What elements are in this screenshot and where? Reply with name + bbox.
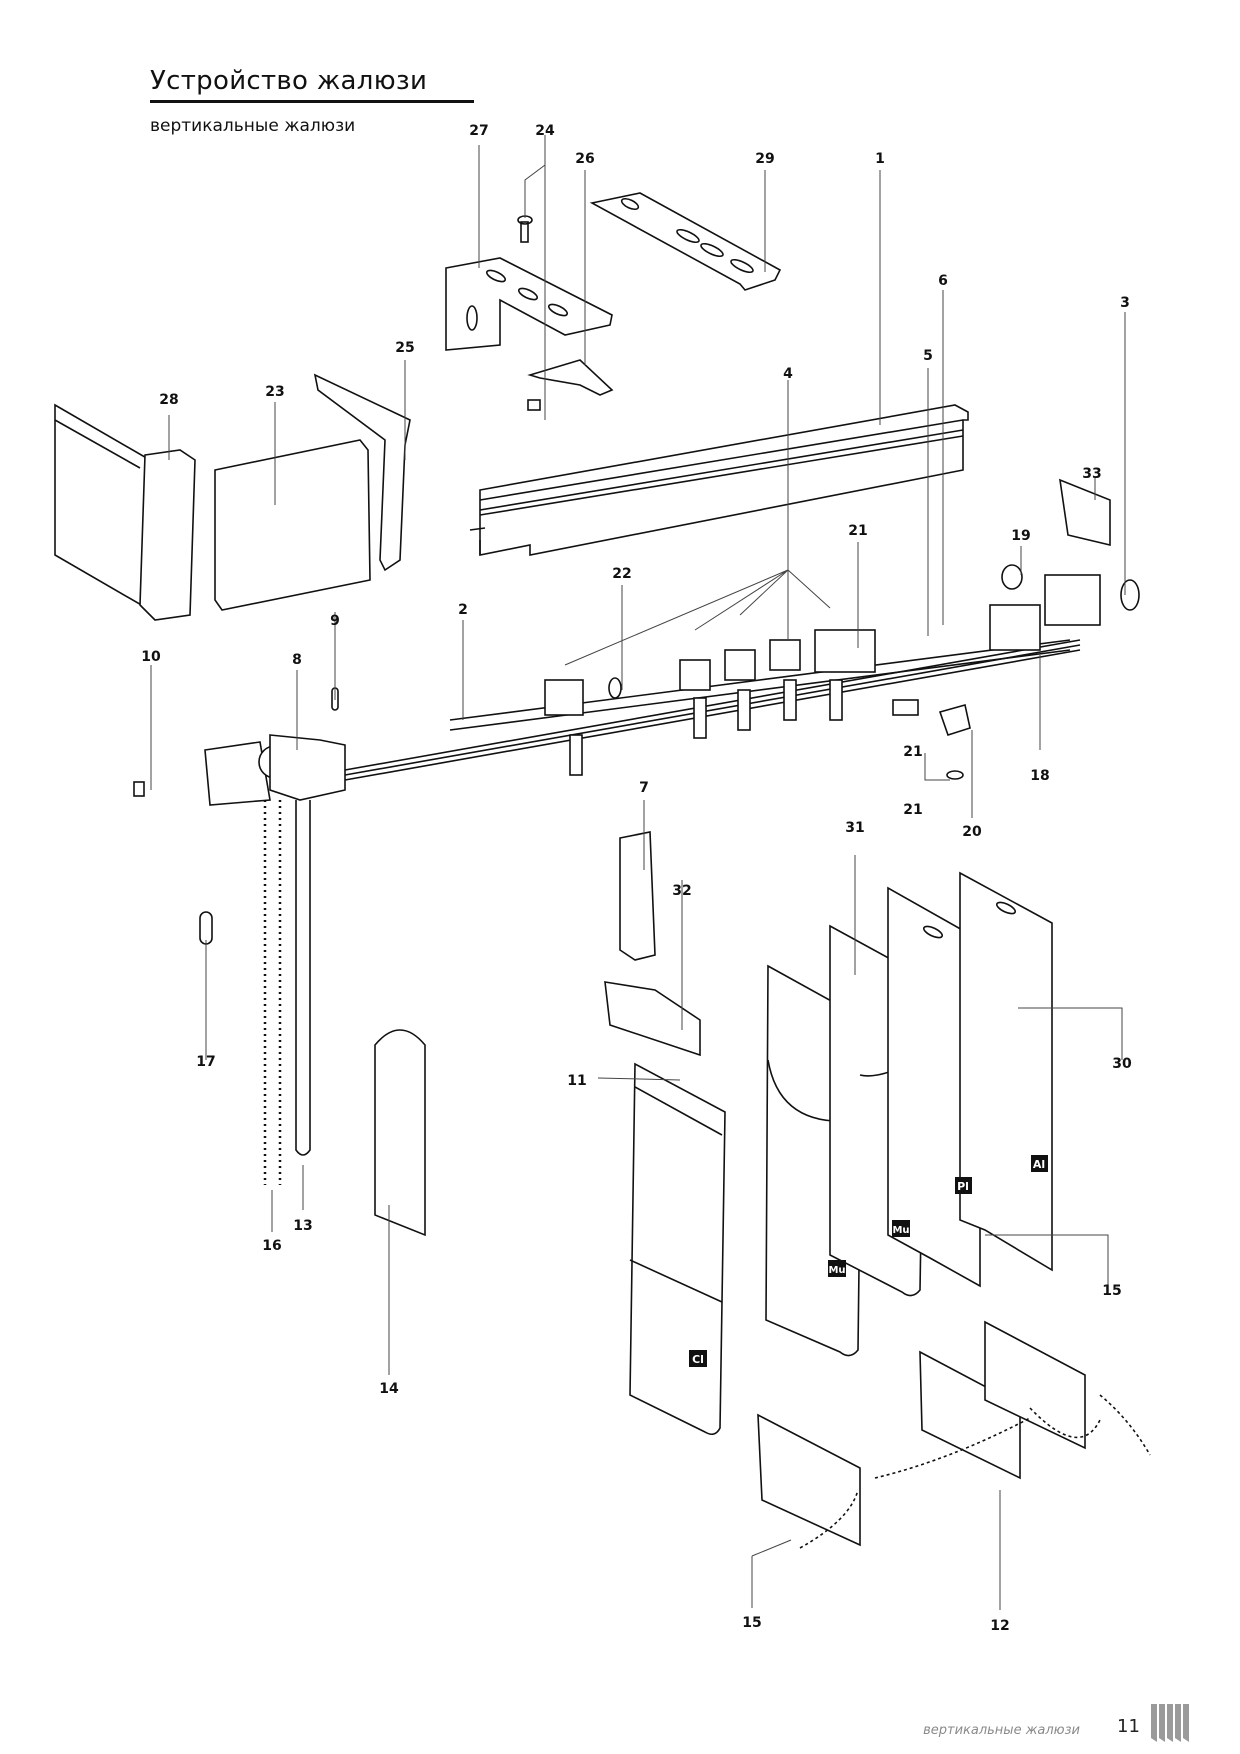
- svg-text:Cl: Cl: [692, 1353, 704, 1366]
- part-cord-13: [295, 800, 311, 1156]
- label-27: 27: [469, 123, 488, 139]
- part-cord-stop-17: [199, 911, 213, 945]
- part-end-cap-18: [989, 478, 1140, 651]
- label-4: 4: [783, 366, 793, 382]
- label-29: 29: [755, 151, 774, 167]
- label-21-mid: 21: [903, 744, 922, 760]
- label-13: 13: [293, 1218, 312, 1234]
- label-7: 7: [639, 780, 649, 796]
- label-1: 1: [875, 151, 885, 167]
- label-11: 11: [567, 1073, 586, 1089]
- part-hanger-7: [619, 831, 656, 961]
- label-22: 22: [612, 566, 631, 582]
- label-15-chain: 15: [742, 1615, 761, 1631]
- label-8: 8: [292, 652, 302, 668]
- label-14: 14: [379, 1381, 399, 1397]
- label-3: 3: [1120, 295, 1130, 311]
- label-12: 12: [990, 1618, 1009, 1634]
- label-18: 18: [1030, 768, 1049, 784]
- slat-al: [959, 871, 1053, 1272]
- title-underline: [150, 100, 474, 103]
- material-tag-al: Al: [1031, 1155, 1048, 1172]
- label-28: 28: [159, 392, 178, 408]
- part-tilt-rod: [344, 639, 1081, 781]
- material-tag-pl: Pl: [955, 1177, 972, 1194]
- svg-text:Pl: Pl: [957, 1180, 969, 1193]
- slat-cl: [629, 1062, 726, 1436]
- svg-text:Mu: Mu: [892, 1225, 909, 1236]
- part-wall-bracket-27: [445, 257, 613, 351]
- leader-lines: [150, 135, 1126, 1610]
- label-6: 6: [938, 273, 948, 289]
- part-bead-chain-16: [263, 800, 282, 1185]
- part-valance-clip-25: [313, 373, 411, 572]
- material-tag-cl: Cl: [689, 1350, 707, 1367]
- part-headrail: [469, 404, 969, 556]
- page-subtitle: вертикальные жалюзи: [150, 116, 356, 136]
- label-9: 9: [330, 613, 340, 629]
- label-26: 26: [575, 151, 594, 167]
- label-17: 17: [196, 1054, 215, 1070]
- material-tag-mu-2: Mu: [892, 1220, 910, 1237]
- part-valance-28: [54, 403, 196, 621]
- label-24: 24: [535, 123, 555, 139]
- page-number: 11: [1117, 1716, 1140, 1737]
- part-clip-26: [527, 359, 614, 411]
- label-5: 5: [923, 348, 933, 364]
- part-valance-23: [214, 439, 371, 611]
- part-chain-connectors-12: [757, 1320, 1151, 1549]
- footer-section-name: вертикальные жалюзи: [923, 1723, 1080, 1738]
- part-screw-24: [517, 215, 533, 243]
- page-title: Устройство жалюзи: [150, 66, 428, 96]
- part-weight-14: [374, 1029, 426, 1237]
- label-33: 33: [1082, 466, 1101, 482]
- svg-text:Al: Al: [1033, 1158, 1045, 1171]
- blinds-logo-icon: [1151, 1704, 1189, 1742]
- label-10: 10: [141, 649, 161, 665]
- label-16: 16: [262, 1238, 281, 1254]
- label-21-bottom: 21: [903, 802, 922, 818]
- label-32: 32: [672, 883, 691, 899]
- part-carriers-4: [544, 629, 876, 776]
- label-21-top: 21: [848, 523, 867, 539]
- part-weight-32: [604, 981, 701, 1057]
- label-15-slats: 15: [1102, 1283, 1121, 1299]
- svg-text:Mu: Mu: [828, 1265, 845, 1276]
- label-23: 23: [265, 384, 284, 400]
- label-30: 30: [1112, 1056, 1132, 1072]
- material-tag-mu-1: Mu: [828, 1260, 846, 1277]
- label-25: 25: [395, 340, 414, 356]
- part-mounting-plate-29: [589, 192, 782, 291]
- label-19: 19: [1011, 528, 1030, 544]
- label-20: 20: [962, 824, 982, 840]
- part-control-unit-8: [204, 734, 346, 806]
- part-small-21-20: [133, 699, 971, 797]
- label-2: 2: [458, 602, 468, 618]
- label-31: 31: [845, 820, 864, 836]
